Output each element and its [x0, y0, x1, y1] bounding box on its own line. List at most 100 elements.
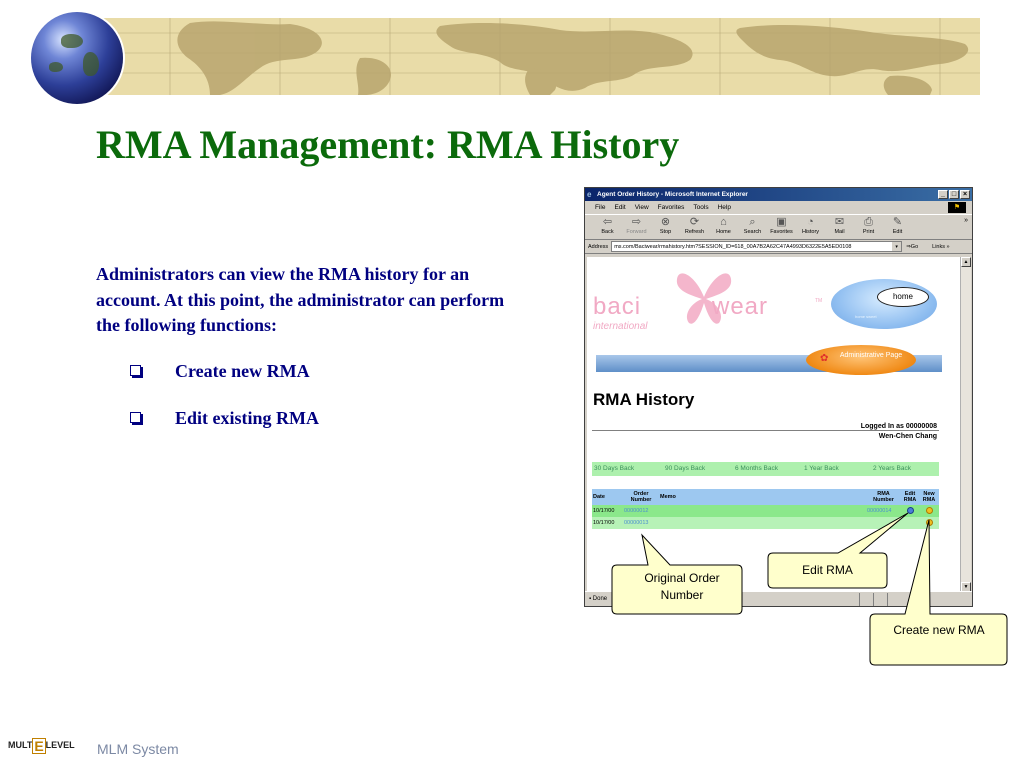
- home-link-button[interactable]: home: [877, 287, 929, 307]
- bullet-label: Edit existing RMA: [175, 408, 319, 428]
- refresh-icon: ⟳: [689, 216, 700, 228]
- address-url: ms.com/Baciwear/rmahistory.htm?SESSION_I…: [614, 244, 852, 250]
- scroll-up-icon[interactable]: ▲: [961, 257, 971, 267]
- row-date: 10/17/00: [592, 505, 623, 517]
- butterfly-icon: ✿: [820, 353, 829, 364]
- forward-arrow-icon: ⇨: [631, 216, 642, 228]
- filter-1-year-link[interactable]: 1 Year Back: [804, 465, 839, 472]
- browser-window-title: Agent Order History - Microsoft Internet…: [597, 191, 748, 198]
- favorites-button[interactable]: ▣Favorites: [767, 215, 796, 239]
- original-order-callout-text: Original Order Number: [644, 571, 720, 602]
- mail-button[interactable]: ✉Mail: [825, 215, 854, 239]
- internet-zone-cell: [887, 593, 947, 606]
- windows-logo-icon: ⚑: [948, 202, 966, 213]
- print-button[interactable]: ⎙Print: [854, 215, 883, 239]
- administrative-page-label: Administrative Page: [839, 352, 903, 359]
- address-bar: Address ms.com/Baciwear/rmahistory.htm?S…: [585, 240, 972, 254]
- home-icon: ⌂: [720, 216, 727, 228]
- world-map-image: [60, 18, 980, 95]
- toolbar-chevron-icon[interactable]: »: [964, 217, 968, 224]
- home-toolbar-button[interactable]: ⌂Home: [709, 215, 738, 239]
- new-rma-icon[interactable]: [925, 506, 933, 514]
- go-button[interactable]: ⇒Go: [906, 243, 919, 250]
- status-cell: [873, 593, 887, 606]
- edit-page-icon: ✎: [892, 216, 903, 228]
- address-dropdown-icon[interactable]: ▾: [892, 242, 902, 251]
- order-number-link[interactable]: 00000012: [623, 505, 659, 517]
- row-memo: [659, 505, 866, 517]
- row-memo: [659, 517, 866, 529]
- ie-icon: e: [587, 190, 592, 199]
- logo-wear-text: wear: [712, 293, 769, 320]
- globe-logo-image: [31, 12, 123, 104]
- filter-30-days-link[interactable]: 30 Days Back: [594, 465, 635, 472]
- window-controls: _ □ ×: [938, 190, 970, 199]
- browser-title-bar: e Agent Order History - Microsoft Intern…: [585, 188, 972, 201]
- address-input[interactable]: ms.com/Baciwear/rmahistory.htm?SESSION_I…: [611, 241, 903, 252]
- create-new-rma-callout-box: [869, 519, 1008, 666]
- edit-rma-callout-box: [767, 512, 909, 589]
- row-date: 10/17/00: [592, 517, 623, 529]
- stop-button[interactable]: ⊗Stop: [651, 215, 680, 239]
- status-cell: [859, 593, 873, 606]
- col-date: Date: [592, 489, 623, 505]
- edit-page-button[interactable]: ✎Edit: [883, 215, 912, 239]
- original-order-callout-box: [611, 533, 743, 615]
- history-button[interactable]: ◔History: [796, 215, 825, 239]
- rma-history-heading: RMA History: [593, 390, 695, 409]
- filter-90-days-link[interactable]: 90 Days Back: [665, 465, 706, 472]
- links-button[interactable]: Links »: [932, 243, 950, 250]
- close-icon[interactable]: ×: [960, 190, 970, 199]
- col-rma-number: RMA Number: [866, 489, 901, 505]
- maximize-icon[interactable]: □: [949, 190, 959, 199]
- edit-rma-callout-text: Edit RMA: [802, 563, 853, 577]
- intro-paragraph: Administrators can view the RMA history …: [96, 264, 505, 335]
- logged-in-status: Logged In as 00000008: [860, 423, 937, 430]
- date-filter-row: 30 Days Back 90 Days Back 6 Months Back …: [592, 462, 939, 476]
- menu-file[interactable]: File: [595, 204, 606, 211]
- user-name: Wen-Chen Chang: [878, 433, 937, 440]
- back-button[interactable]: ⇦Back: [593, 215, 622, 239]
- vertical-scrollbar[interactable]: ▲ ▼: [960, 257, 971, 592]
- address-label: Address: [588, 243, 609, 250]
- forward-button[interactable]: ⇨Forward: [622, 215, 651, 239]
- logo-international-text: international: [593, 321, 648, 332]
- footer-caption: MLM System: [97, 741, 179, 757]
- col-edit-rma: Edit RMA: [901, 489, 919, 505]
- checkbox-bullet-icon: [130, 365, 141, 376]
- order-number-link[interactable]: 00000013: [623, 517, 659, 529]
- administrative-page-button[interactable]: ✿ Administrative Page: [806, 345, 916, 375]
- search-icon: ⌕: [749, 216, 756, 228]
- table-header-row: Date Order Number Memo RMA Number Edit R…: [592, 489, 939, 505]
- slide-title: RMA Management: RMA History: [96, 122, 680, 167]
- col-new-rma: New RMA: [919, 489, 939, 505]
- menu-edit[interactable]: Edit: [614, 204, 626, 211]
- mail-icon: ✉: [834, 216, 845, 228]
- menu-help[interactable]: Help: [717, 204, 731, 211]
- home-subtext: home sweet: [855, 314, 877, 319]
- logo-baci-text: baci: [593, 293, 642, 320]
- minimize-icon[interactable]: _: [938, 190, 948, 199]
- back-arrow-icon: ⇦: [602, 216, 613, 228]
- rma-number-link[interactable]: 00000014: [866, 505, 901, 517]
- edit-rma-icon[interactable]: [906, 506, 914, 514]
- favorites-icon: ▣: [776, 216, 787, 228]
- col-order-number: Order Number: [623, 489, 659, 505]
- stop-icon: ⊗: [660, 216, 671, 228]
- search-button[interactable]: ⌕Search: [738, 215, 767, 239]
- filter-2-years-link[interactable]: 2 Years Back: [873, 465, 911, 472]
- col-memo: Memo: [659, 489, 866, 505]
- filter-6-months-link[interactable]: 6 Months Back: [735, 465, 778, 472]
- refresh-button[interactable]: ⟳Refresh: [680, 215, 709, 239]
- print-icon: ⎙: [864, 216, 873, 228]
- new-rma-cell: [919, 505, 939, 517]
- menu-tools[interactable]: Tools: [693, 204, 709, 211]
- butterfly-logo-icon: [676, 273, 732, 324]
- bullet-edit-existing-rma: Edit existing RMA: [130, 408, 319, 429]
- menu-view[interactable]: View: [634, 204, 649, 211]
- menu-favorites[interactable]: Favorites: [657, 204, 685, 211]
- create-new-rma-callout-text: Create new RMA: [893, 623, 985, 637]
- header-banner: [60, 18, 980, 95]
